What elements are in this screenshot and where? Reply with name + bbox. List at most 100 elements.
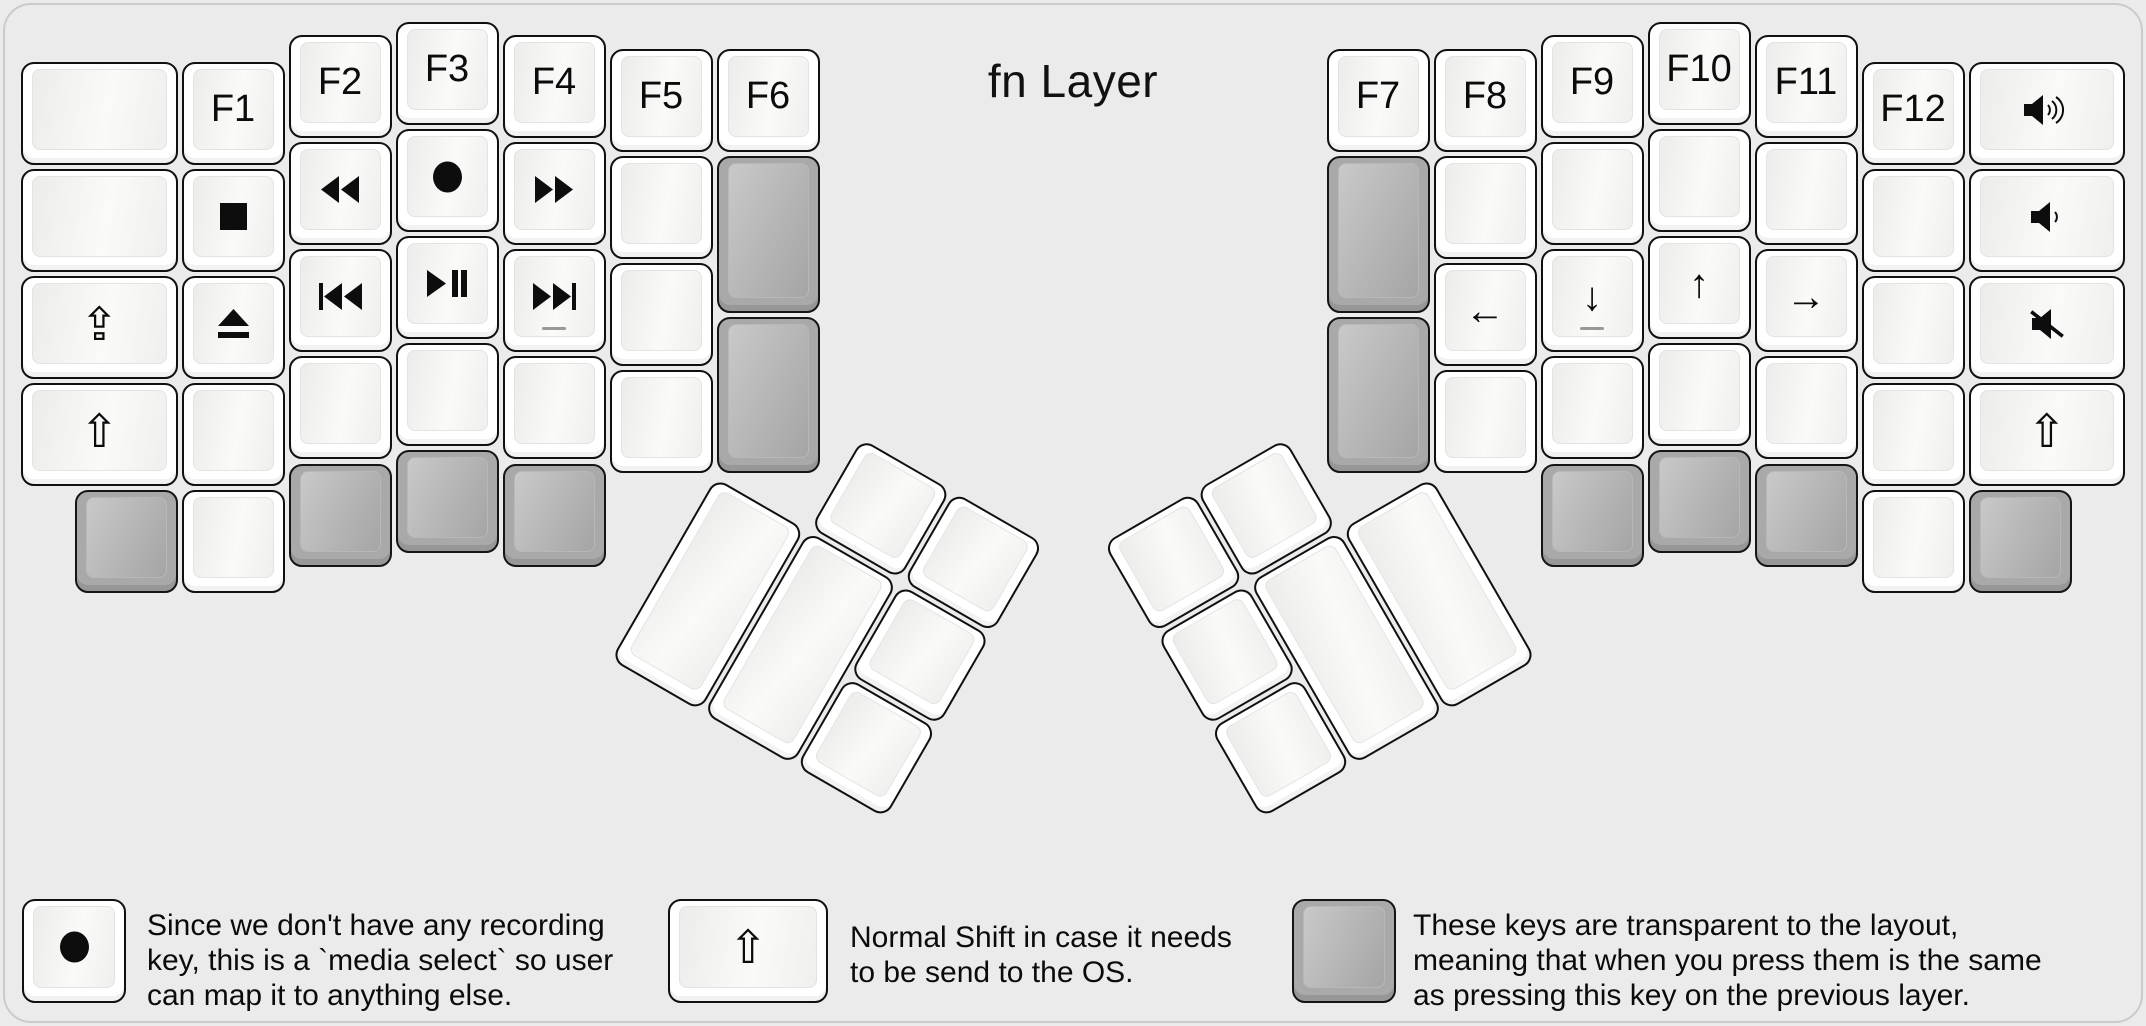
key-f6-cap: F6	[727, 56, 809, 137]
key-f5-cap: F5	[620, 56, 702, 137]
volup-icon	[2023, 94, 2064, 125]
key-f5: F5	[609, 49, 713, 152]
left-icon: ←	[1465, 288, 1505, 333]
key-next-track	[502, 249, 606, 352]
key-transparent-cap	[513, 470, 595, 552]
key-blank	[1861, 169, 1965, 272]
record-icon	[432, 161, 462, 192]
key-label: F2	[317, 61, 363, 103]
key-label: F12	[1880, 88, 1946, 130]
key-blank-cap	[192, 390, 274, 471]
shift-icon: ⇧	[2027, 404, 2067, 457]
key-transparent	[1968, 490, 2072, 593]
shift-icon: ⇧	[79, 404, 119, 457]
key-caps-lock: ⇪	[21, 276, 178, 379]
key-blank-cap	[1208, 449, 1320, 561]
key-blank-cap	[1765, 149, 1847, 230]
key-f3: F3	[395, 22, 499, 125]
key-label: F11	[1774, 61, 1838, 103]
key-blank-cap	[406, 350, 488, 431]
stop-icon	[219, 203, 247, 230]
key-transparent	[395, 450, 499, 553]
key-stop-cap	[192, 176, 274, 257]
legend-key-transparent-cap	[1303, 906, 1385, 988]
key-mute-cap	[1979, 283, 2114, 364]
key-prev-track-cap	[299, 256, 381, 337]
key-blank	[609, 370, 713, 473]
key-label: F8	[1462, 75, 1508, 117]
legend-text-transparent: These keys are transparent to the layout…	[1413, 909, 2042, 1012]
key-stop	[181, 169, 285, 272]
key-transparent-cap	[406, 457, 488, 538]
key-blank-cap	[826, 449, 938, 561]
key-blank	[21, 62, 178, 165]
key-blank	[1754, 142, 1858, 245]
key-f10-cap: F10	[1658, 29, 1740, 110]
key-f10: F10	[1647, 22, 1751, 125]
mute-icon	[2029, 308, 2064, 339]
legend-key-transparent	[1292, 899, 1396, 1003]
key-blank-cap	[1444, 163, 1526, 244]
key-eject	[181, 276, 285, 379]
voldown-icon	[2030, 201, 2058, 232]
key-arrow-down: ↓	[1540, 249, 1644, 352]
key-blank-cap	[1115, 503, 1227, 615]
key-blank	[609, 263, 713, 366]
key-caps-lock-cap: ⇪	[32, 283, 167, 364]
key-blank-cap	[620, 270, 702, 351]
key-blank	[502, 356, 606, 459]
key-transparent-cap	[1765, 470, 1847, 552]
key-f11: F11	[1754, 35, 1858, 138]
down-icon: ↓	[1582, 274, 1602, 319]
key-blank-cap	[1551, 149, 1633, 230]
key-f7: F7	[1326, 49, 1430, 152]
key-blank-cap	[919, 503, 1031, 615]
key-label: F9	[1569, 61, 1615, 103]
key-volume-up-cap	[1979, 69, 2114, 150]
key-transparent	[74, 490, 178, 593]
key-label: F3	[424, 48, 470, 90]
key-label: F5	[638, 75, 684, 117]
next-icon	[532, 283, 576, 310]
key-rewind-cap	[299, 149, 381, 230]
key-arrow-down-cap: ↓	[1551, 256, 1633, 337]
key-arrow-up-cap: ↑	[1658, 243, 1740, 324]
key-blank-cap	[1658, 350, 1740, 431]
key-blank-cap	[513, 363, 595, 444]
key-next-track-cap	[513, 256, 595, 337]
key-arrow-left-cap: ←	[1444, 270, 1526, 351]
key-f3-cap: F3	[406, 29, 488, 110]
key-blank	[288, 356, 392, 459]
legend-key-shift-cap: ⇧	[679, 906, 817, 988]
key-blank-cap	[32, 176, 167, 257]
rewind-icon	[321, 176, 359, 203]
key-arrow-left: ←	[1433, 263, 1537, 366]
key-mute	[1968, 276, 2125, 379]
key-blank	[181, 490, 285, 593]
key-f11-cap: F11	[1765, 42, 1847, 123]
key-blank-cap	[1872, 497, 1954, 578]
key-f4-cap: F4	[513, 42, 595, 123]
key-transparent-cap	[727, 163, 809, 298]
key-transparent	[716, 156, 820, 313]
key-f8: F8	[1433, 49, 1537, 152]
key-f1: F1	[181, 62, 285, 165]
key-blank	[1647, 129, 1751, 232]
key-label: F6	[745, 75, 791, 117]
key-transparent	[1647, 450, 1751, 553]
key-blank	[181, 383, 285, 486]
key-blank-cap	[192, 497, 274, 578]
legend-key-record	[22, 899, 126, 1003]
shift-icon: ⇧	[728, 921, 768, 973]
key-blank	[1754, 356, 1858, 459]
homing-bar	[1580, 327, 1604, 330]
playpause-icon	[427, 270, 467, 297]
key-shift-right: ⇧	[1968, 383, 2125, 486]
key-transparent	[288, 463, 392, 567]
ffwd-icon	[535, 176, 573, 203]
key-transparent-cap	[1551, 470, 1633, 552]
key-blank-cap	[1444, 377, 1526, 458]
key-blank-cap	[1872, 176, 1954, 257]
legend-text-normal-shift: Normal Shift in case it needs to be send…	[850, 921, 1232, 989]
layer-title: fn Layer	[987, 55, 1159, 107]
